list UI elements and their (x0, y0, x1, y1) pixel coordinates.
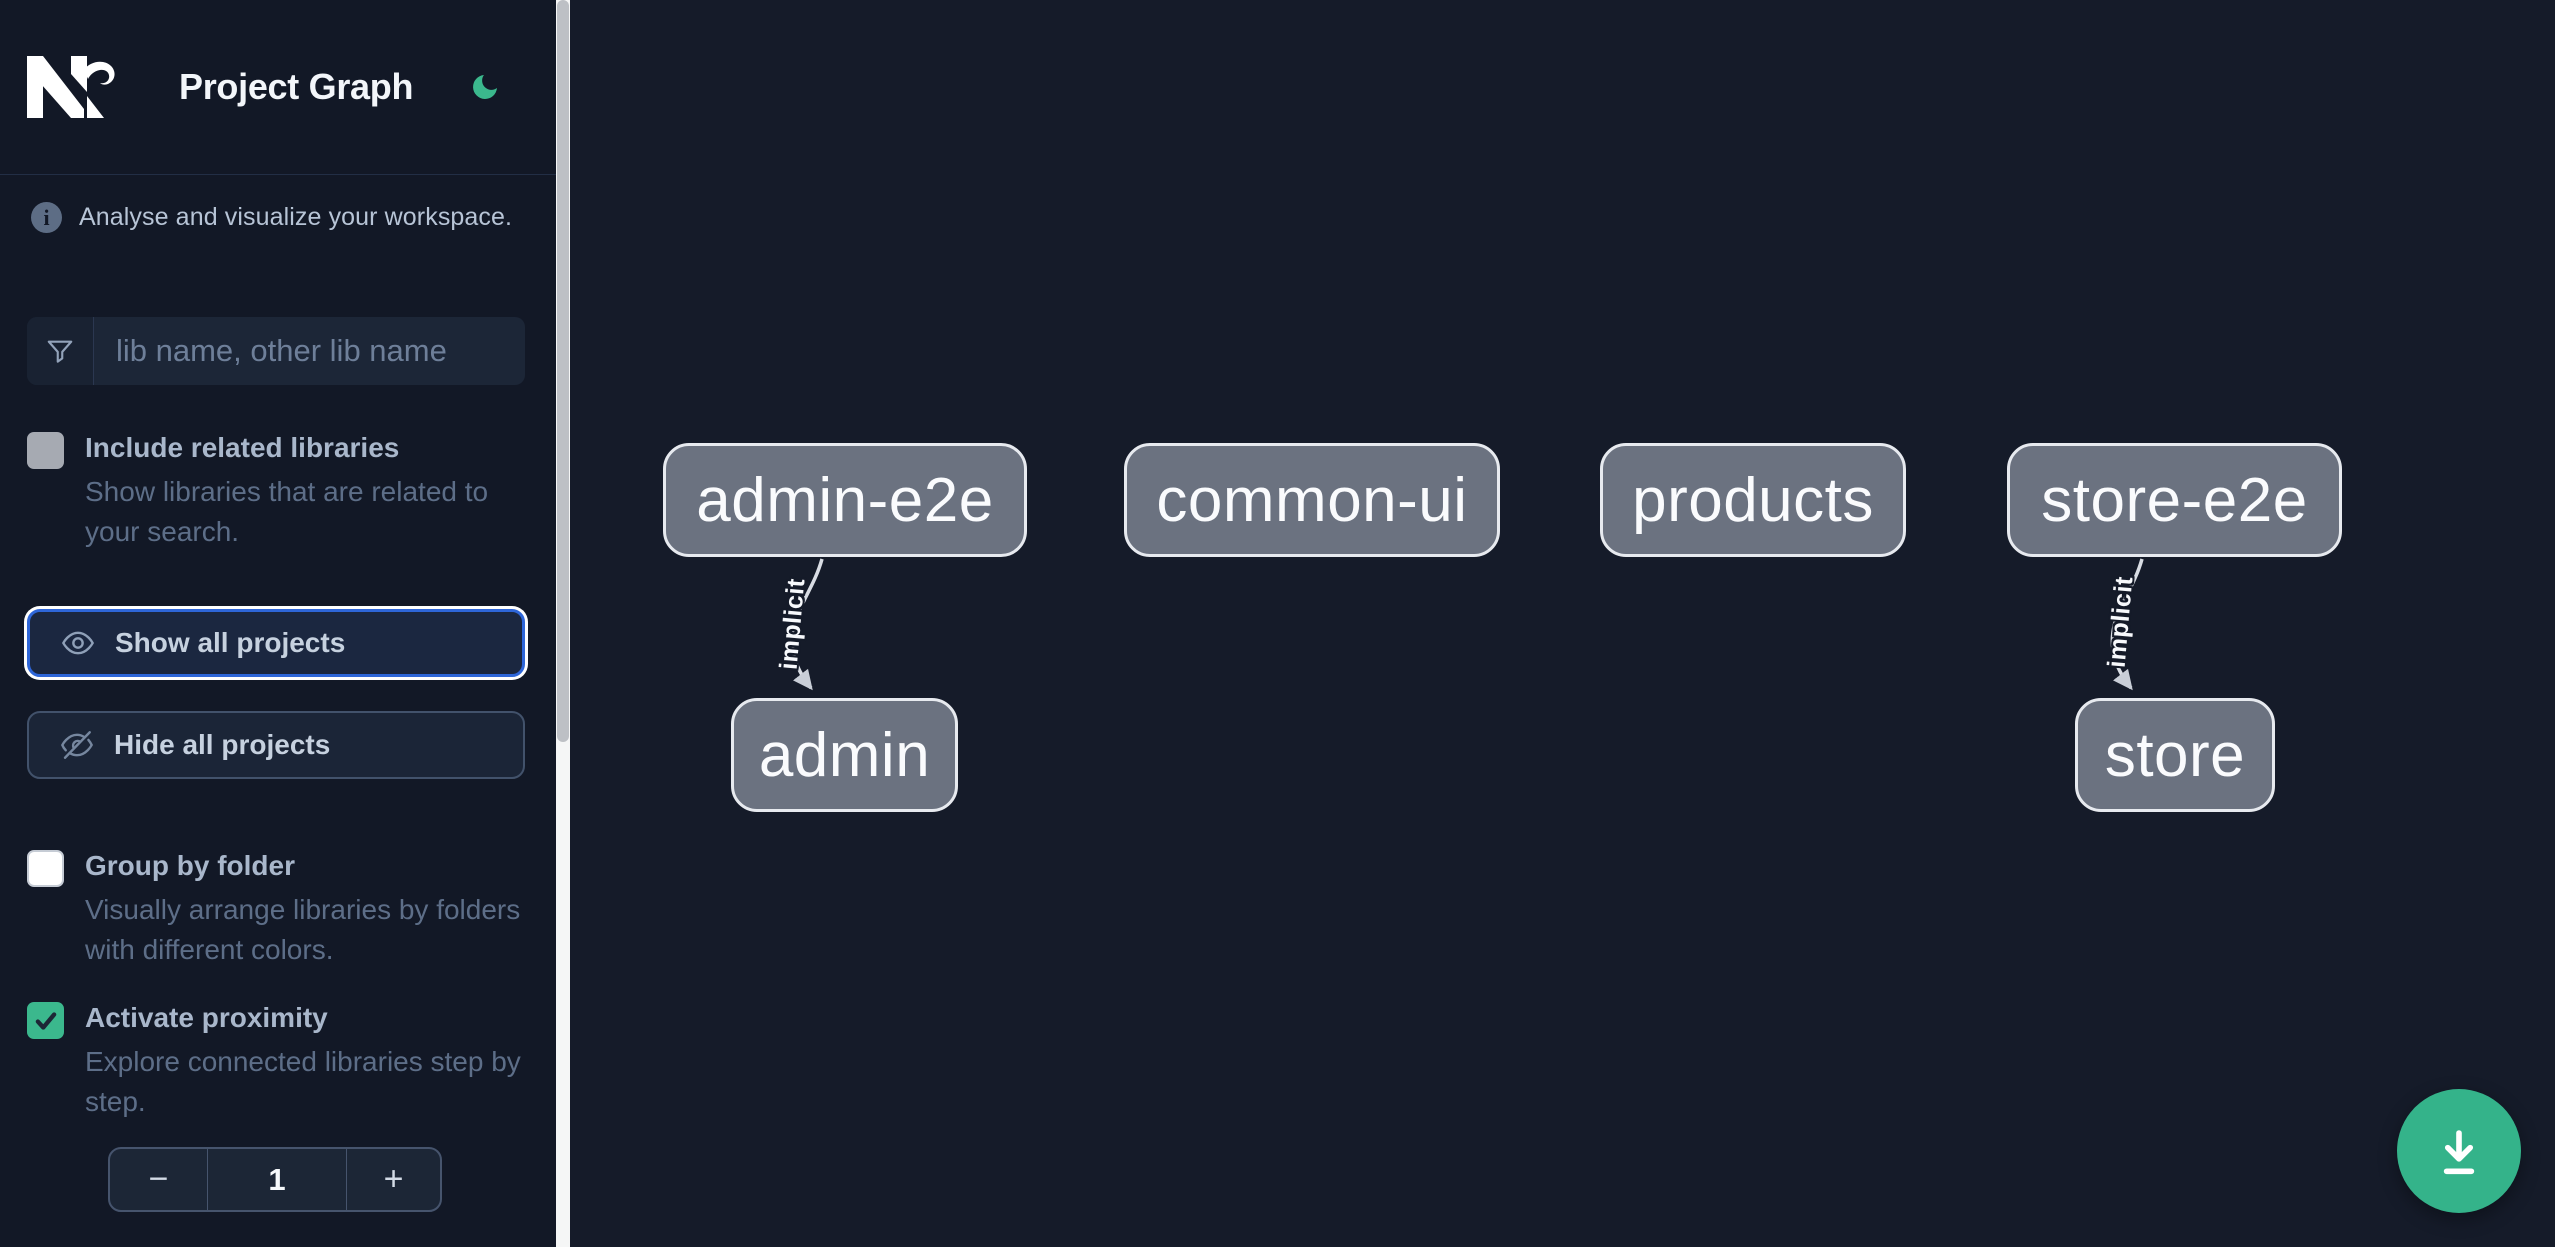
include-related-checkbox[interactable] (27, 432, 64, 469)
depth-value: 1 (207, 1149, 347, 1210)
download-icon (2443, 1130, 2475, 1175)
tagline-text: Analyse and visualize your workspace. (79, 203, 513, 231)
show-all-projects-label: Show all projects (115, 627, 346, 658)
toggle-label: Include related libraries (85, 432, 400, 463)
toggle-group-by-folder[interactable]: Group by folder Visually arrange librari… (27, 848, 529, 970)
toggle-label: Group by folder (85, 850, 295, 881)
proximity-depth-stepper: − 1 + (108, 1147, 442, 1212)
eye-icon (62, 631, 94, 655)
dark-mode-toggle[interactable] (468, 70, 502, 104)
graph-node-products[interactable]: products (1600, 443, 1906, 557)
save-image-button[interactable] (2397, 1089, 2521, 1213)
edge-store-e2e-to-store (2110, 558, 2144, 691)
edge-layer (790, 558, 2144, 691)
filter-field (27, 317, 525, 385)
moon-icon (473, 75, 497, 99)
graph-node-admin-e2e[interactable]: admin-e2e (663, 443, 1027, 557)
app-title: Project Graph (179, 66, 414, 107)
sidebar-header: Project Graph (0, 0, 556, 175)
graph-canvas[interactable]: admin-e2e common-ui products store-e2e a… (570, 0, 2555, 1247)
toggle-description: Show libraries that are related to your … (85, 476, 489, 547)
nx-logo-icon (27, 56, 115, 118)
eye-slash-icon (61, 731, 93, 759)
decrement-button[interactable]: − (110, 1149, 207, 1210)
graph-node-admin[interactable]: admin (731, 698, 958, 812)
activate-proximity-checkbox[interactable] (27, 1002, 64, 1039)
hide-all-projects-button[interactable]: Hide all projects (27, 711, 525, 779)
increment-button[interactable]: + (347, 1149, 440, 1210)
sidebar-scrollbar[interactable] (556, 0, 570, 1247)
check-icon (35, 1011, 56, 1030)
toggle-label: Activate proximity (85, 1002, 328, 1033)
funnel-icon (27, 317, 94, 385)
graph-node-store-e2e[interactable]: store-e2e (2007, 443, 2342, 557)
hide-all-projects-label: Hide all projects (114, 729, 331, 760)
group-by-folder-checkbox[interactable] (27, 850, 64, 887)
graph-node-store[interactable]: store (2075, 698, 2275, 812)
toggle-description: Visually arrange libraries by folders wi… (85, 894, 521, 965)
info-icon: i (31, 202, 62, 233)
filter-input[interactable] (94, 317, 525, 385)
edge-admin-e2e-to-admin (790, 558, 824, 691)
sidebar: Project Graph i Analyse and visualize yo… (0, 0, 556, 1247)
toggle-include-related-libraries[interactable]: Include related libraries Show libraries… (27, 430, 529, 552)
graph-node-common-ui[interactable]: common-ui (1124, 443, 1500, 557)
show-all-projects-button[interactable]: Show all projects (27, 609, 525, 677)
tagline-row: i Analyse and visualize your workspace. (31, 202, 512, 233)
toggle-description: Explore connected libraries step by step… (85, 1046, 521, 1117)
scrollbar-thumb[interactable] (557, 0, 569, 742)
toggle-activate-proximity[interactable]: Activate proximity Explore connected lib… (27, 1000, 529, 1122)
